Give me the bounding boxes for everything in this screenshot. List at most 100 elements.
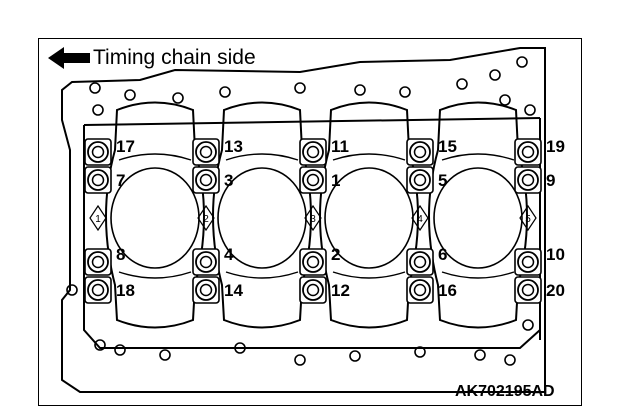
block-hole	[234, 342, 246, 354]
timing-chain-side-label: Timing chain side	[93, 46, 256, 69]
bolt-number-label: 20	[546, 281, 565, 300]
cap-bolt	[192, 248, 220, 276]
bolt-number-label: 1	[331, 171, 340, 190]
bolt-number-label: 9	[546, 171, 555, 190]
journal-mark-number: 4	[417, 214, 423, 225]
journal-mark: 4	[411, 204, 429, 232]
left-arrow-icon	[48, 47, 90, 69]
block-hole	[159, 349, 171, 361]
block-hole	[219, 86, 231, 98]
cap-bolt	[514, 166, 542, 194]
cap-bolt	[299, 138, 327, 166]
bolt-number-label: 19	[546, 137, 565, 156]
bolt-number-label: 18	[116, 281, 135, 300]
bolt-number-label: 12	[331, 281, 350, 300]
bolt-number-label: 13	[224, 137, 243, 156]
block-hole	[456, 78, 468, 90]
bolt-number-label: 16	[438, 281, 457, 300]
bolt-group	[84, 138, 542, 304]
cylinder-bore	[212, 101, 312, 329]
crank-bore	[433, 167, 523, 269]
bolt-number-label: 17	[116, 137, 135, 156]
cap-bolt	[192, 138, 220, 166]
cap-arc-top	[332, 153, 406, 161]
cap-arc-bottom	[441, 271, 515, 279]
cap-bolt	[84, 166, 112, 194]
cylinder-bore	[428, 101, 528, 329]
block-hole	[522, 319, 534, 331]
cylinder-bore	[105, 101, 205, 329]
bolt-number-label: 7	[116, 171, 125, 190]
block-hole	[94, 339, 106, 351]
bolt-number-label: 4	[224, 245, 234, 264]
cap-arc-bottom	[225, 271, 299, 279]
block-outer-edge	[61, 47, 546, 393]
journal-mark-number: 3	[310, 214, 316, 225]
block-hole	[66, 284, 78, 296]
timing-chain-side-indicator: Timing chain side	[48, 46, 256, 69]
cap-bolt	[192, 276, 220, 304]
crank-bore	[324, 167, 414, 269]
block-holes	[66, 56, 536, 366]
journal-mark-number: 1	[95, 214, 101, 225]
block-hole	[294, 354, 306, 366]
crank-bore	[217, 167, 307, 269]
cap-arc-top	[225, 153, 299, 161]
block-hole	[524, 104, 536, 116]
block-hole	[92, 104, 104, 116]
journal-mark: 3	[304, 204, 322, 232]
journal-mark-number: 2	[203, 214, 209, 225]
block-hole	[114, 344, 126, 356]
cap-bolt	[406, 276, 434, 304]
cap-arc-bottom	[332, 271, 406, 279]
journal-mark-number: 5	[525, 214, 531, 225]
block-hole	[516, 56, 528, 68]
cap-bolt	[299, 248, 327, 276]
figure-code: AK702195AD	[455, 383, 555, 400]
cap-bolt	[299, 276, 327, 304]
bolt-number-label: 8	[116, 245, 125, 264]
journal-mark: 2	[197, 204, 215, 232]
cap-bolt	[514, 248, 542, 276]
block-hole	[89, 82, 101, 94]
cap-bolt	[299, 166, 327, 194]
cap-arc-bottom	[118, 271, 192, 279]
bolt-number-label: 11	[331, 137, 349, 156]
bolt-number-label: 15	[438, 137, 457, 156]
cap-bolt	[192, 166, 220, 194]
block-outline	[61, 47, 546, 393]
bolt-number-label: 10	[546, 245, 565, 264]
bolt-number-label: 6	[438, 245, 447, 264]
cap-bolt	[84, 276, 112, 304]
block-hole	[124, 89, 136, 101]
cap-bolt	[406, 248, 434, 276]
crank-bore	[110, 167, 200, 269]
bolt-number-label: 5	[438, 171, 447, 190]
block-hole	[349, 350, 361, 362]
cap-bolt	[514, 138, 542, 166]
cylinder-bore	[319, 101, 419, 329]
block-hole	[504, 354, 516, 366]
block-hole	[294, 82, 306, 94]
cap-bolt	[84, 248, 112, 276]
block-hole	[414, 346, 426, 358]
block-hole	[399, 86, 411, 98]
bolt-number-label: 14	[224, 281, 243, 300]
cap-arc-top	[441, 153, 515, 161]
cap-bolt	[84, 138, 112, 166]
diagram-frame	[38, 38, 582, 406]
block-inner-rail-left	[83, 125, 541, 349]
block-hole	[172, 92, 184, 104]
cap-bolt	[406, 138, 434, 166]
bolt-number-label: 2	[331, 245, 340, 264]
block-hole	[489, 69, 501, 81]
block-hole	[474, 349, 486, 361]
journal-mark: 1	[89, 204, 107, 232]
block-hole	[499, 94, 511, 106]
cap-arc-top	[118, 153, 192, 161]
journal-mark: 5	[519, 204, 537, 232]
block-hole	[354, 84, 366, 96]
block-top-rail	[83, 117, 541, 126]
